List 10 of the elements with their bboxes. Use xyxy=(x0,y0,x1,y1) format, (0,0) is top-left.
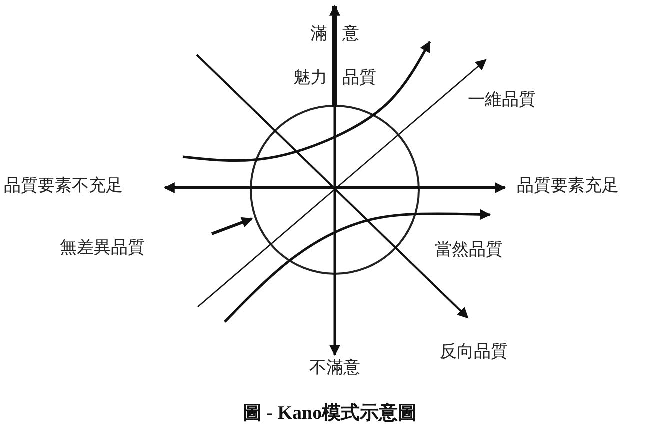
axis-label: 品質要素不充足 xyxy=(4,176,123,196)
axis-label: 滿 意 xyxy=(310,24,360,44)
axis-label: 品質要素充足 xyxy=(517,176,619,196)
axis-label: 一維品質 xyxy=(468,90,536,110)
axis-label: 魅力 品質 xyxy=(293,68,377,88)
axis-label: 不滿意 xyxy=(310,358,360,378)
figure-caption: 圖 - Kano模式示意圖 xyxy=(242,402,418,426)
axis-label: 反向品質 xyxy=(440,342,508,362)
axis-label: 無差異品質 xyxy=(60,238,145,258)
axis-label: 當然品質 xyxy=(435,240,503,260)
